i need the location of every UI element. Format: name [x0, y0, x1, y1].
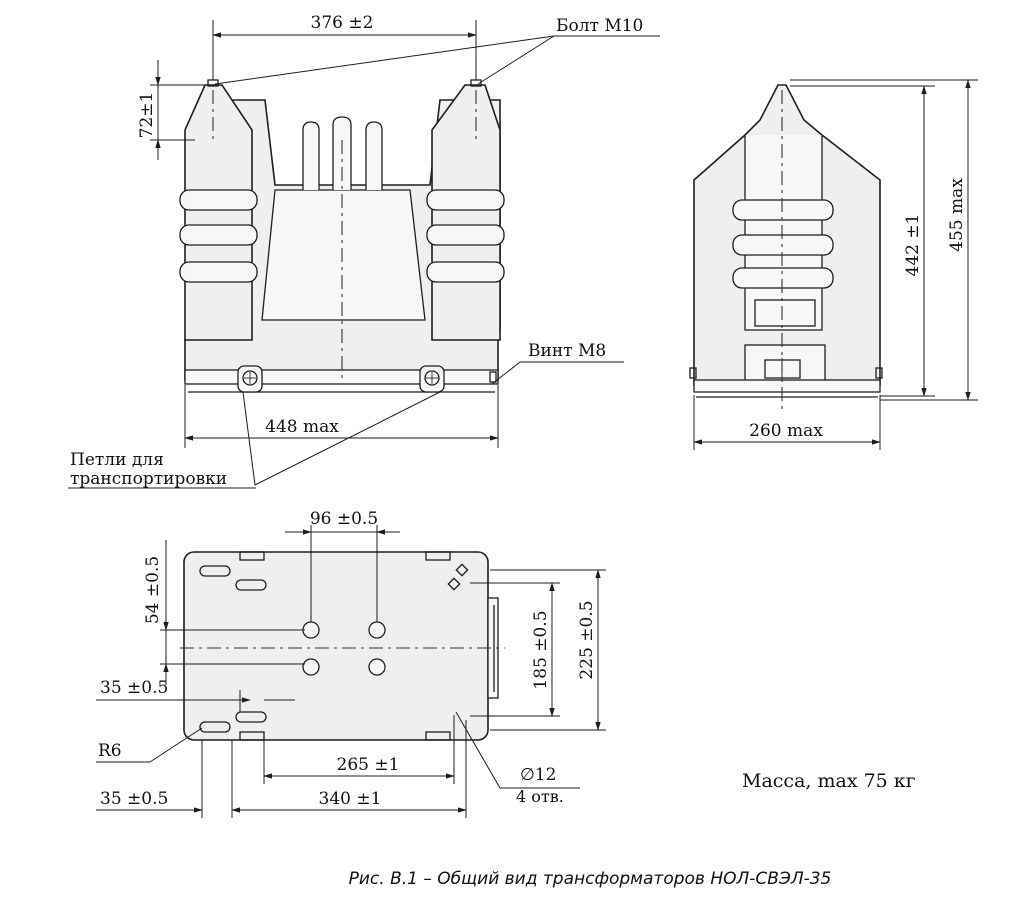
- dim-455: 455 max: [947, 178, 967, 252]
- dim-260: 260 max: [749, 421, 823, 441]
- dim-265: 265 ±1: [337, 755, 400, 775]
- dim-hole-count: 4 отв.: [516, 787, 564, 806]
- dim-442: 442 ±1: [903, 214, 923, 277]
- mount-holes: [302, 621, 386, 676]
- lifting-loop-left: [237, 365, 263, 393]
- dim-185: 185 ±0.5: [531, 610, 551, 689]
- mass-label: Масса, max 75 кг: [742, 770, 916, 792]
- slot-hole: [199, 565, 231, 577]
- dim-35-lower: 35 ±0.5: [100, 789, 168, 809]
- dim-225: 225 ±0.5: [577, 600, 597, 679]
- side-view: 260 max 442 ±1 455 max: [689, 79, 978, 450]
- dim-448: 448 max: [265, 417, 339, 437]
- dim-376: 376 ±2: [311, 13, 374, 33]
- bolt-label: Болт М10: [556, 16, 643, 36]
- lifting-loop-right: [419, 365, 445, 393]
- slot-hole: [199, 721, 231, 733]
- figure-caption: Рис. В.1 – Общий вид трансформаторов НОЛ…: [349, 869, 832, 889]
- front-view: 376 ±2 Болт М10 72±1 Винт М8 448 max Пет…: [68, 13, 660, 489]
- lifting-loops-label-line1: Петли для: [70, 450, 164, 470]
- screw-label: Винт М8: [528, 341, 606, 361]
- bottom-view: 96 ±0.5 54 ±0.5 35 ±0.5 R6 35 ±0.5 265 ±…: [96, 509, 606, 818]
- dim-340: 340 ±1: [319, 789, 382, 809]
- dim-diameter: ∅12: [520, 765, 556, 785]
- dim-r6: R6: [98, 741, 122, 761]
- dim-96: 96 ±0.5: [310, 509, 378, 529]
- slot-hole: [235, 711, 267, 723]
- dim-72: 72±1: [137, 92, 157, 139]
- lifting-loops-label-line2: транспортировки: [70, 469, 227, 489]
- dim-35-upper: 35 ±0.5: [100, 678, 168, 698]
- slot-hole: [235, 579, 267, 591]
- dim-54: 54 ±0.5: [143, 556, 163, 624]
- grounding-screw: [489, 371, 497, 383]
